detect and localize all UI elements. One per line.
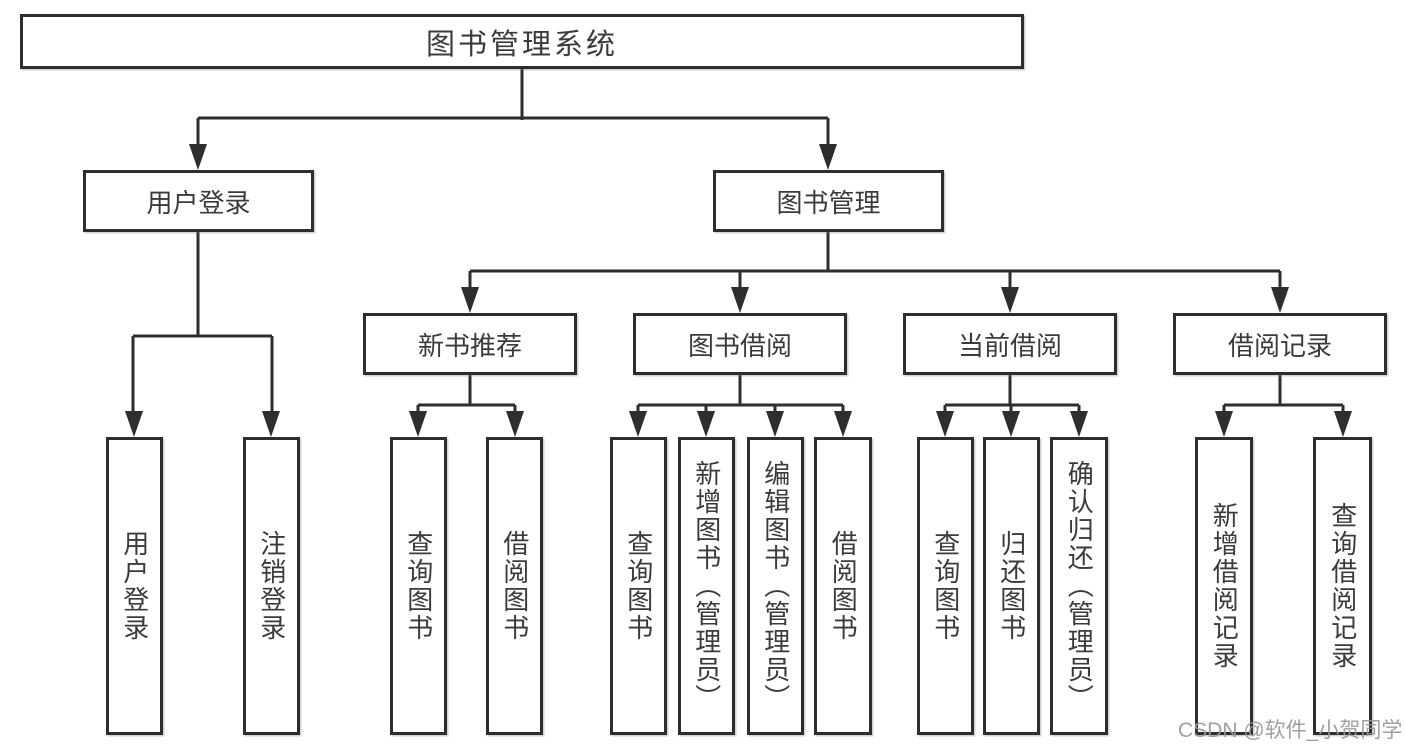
leaf-borrow-books: 借阅图书 xyxy=(814,437,872,735)
node-new-book-recommend: 新书推荐 xyxy=(363,313,577,375)
leaf-confirm-return-admin: 确认归还（管理员） xyxy=(1050,437,1108,735)
node-current-borrow: 当前借阅 xyxy=(903,313,1117,375)
leaf-query-books-current: 查询图书 xyxy=(917,437,974,735)
leaf-query-books-recommend: 查询图书 xyxy=(390,437,447,735)
leaf-add-book-admin: 新增图书（管理员） xyxy=(678,437,735,735)
leaf-user-login: 用户登录 xyxy=(106,437,163,735)
leaf-borrow-books-recommend: 借阅图书 xyxy=(486,437,543,735)
node-book-borrow: 图书借阅 xyxy=(633,313,847,375)
node-book-management-branch: 图书管理 xyxy=(713,170,944,232)
node-system-root: 图书管理系统 xyxy=(20,14,1024,69)
leaf-query-borrow-record: 查询借阅记录 xyxy=(1313,437,1372,735)
node-borrow-records: 借阅记录 xyxy=(1173,313,1387,375)
leaf-edit-book-admin: 编辑图书（管理员） xyxy=(747,437,804,735)
node-user-login-branch: 用户登录 xyxy=(83,170,314,232)
leaf-query-books-borrow: 查询图书 xyxy=(610,437,667,735)
leaf-logout: 注销登录 xyxy=(243,437,300,735)
leaf-return-book: 归还图书 xyxy=(983,437,1040,735)
csdn-watermark: CSDN @软件_小贺同学 xyxy=(1178,719,1403,742)
leaf-add-borrow-record: 新增借阅记录 xyxy=(1195,437,1253,735)
